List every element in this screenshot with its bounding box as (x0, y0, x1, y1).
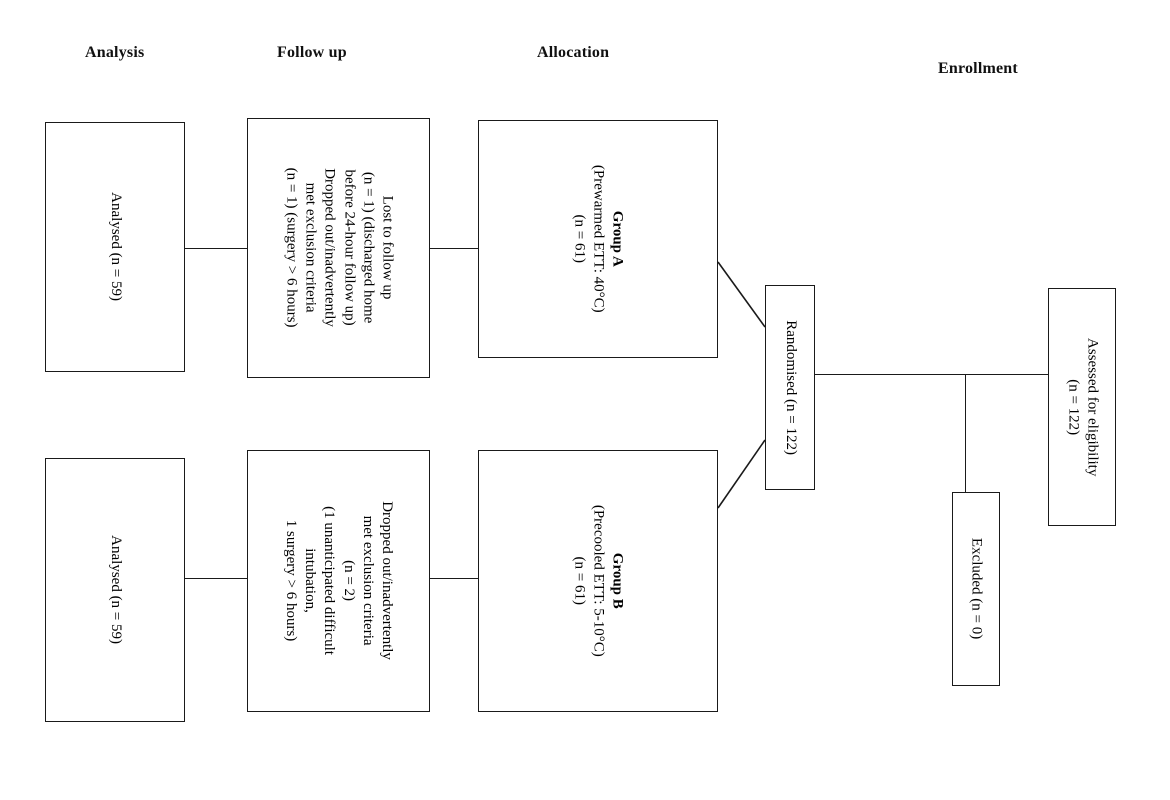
box-group-b: Group B (Precooled ETT: 5-10°C) (n = 61) (478, 450, 718, 712)
box-analysed-b: Analysed (n = 59) (45, 458, 185, 722)
connector-group-b-to-follow-up-b (430, 578, 478, 579)
box-follow-up-a: Lost to follow up (n = 1) (discharged ho… (247, 118, 430, 378)
box-follow-up-b: Dropped out/inadvertently met exclusion … (247, 450, 430, 712)
column-header-allocation: Allocation (537, 44, 610, 61)
column-header-enrollment: Enrollment (938, 60, 1018, 77)
column-header-follow-up: Follow up (277, 44, 347, 61)
connector-randomised-to-assessed (815, 374, 1048, 375)
connector-follow-up-b-to-analysed-b (185, 578, 247, 579)
connector-follow-up-a-to-analysed-a (185, 248, 247, 249)
box-analysed-a: Analysed (n = 59) (45, 122, 185, 372)
box-assessed-for-eligibility: Assessed for eligibility (n = 122) (1048, 288, 1116, 526)
box-group-a: Group A (Prewarmed ETT: 40°C) (n = 61) (478, 120, 718, 358)
box-randomised: Randomised (n = 122) (765, 285, 815, 490)
column-header-analysis: Analysis (85, 44, 145, 61)
connector-spine-to-excluded (965, 374, 966, 492)
connector-group-a-to-follow-up-a (430, 248, 478, 249)
box-excluded: Excluded (n = 0) (952, 492, 1000, 686)
